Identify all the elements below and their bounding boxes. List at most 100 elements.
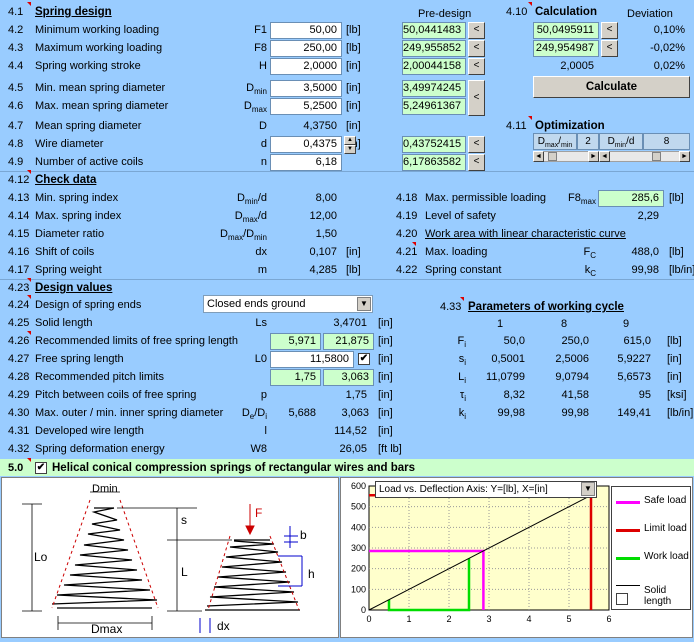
- value-input[interactable]: 50,00: [270, 22, 342, 39]
- chevron-down-icon[interactable]: ▼: [357, 297, 371, 311]
- unit-label: [lb]: [667, 335, 682, 347]
- chart-title-dropdown[interactable]: Load vs. Deflection Axis: Y=[lb], X=[in]…: [375, 481, 597, 498]
- apply-predesign-diameters-button[interactable]: <: [468, 80, 485, 116]
- solid-length-checkbox[interactable]: [616, 593, 628, 605]
- optimization-cell-text: /d: [626, 136, 635, 147]
- row-num: 4.21: [396, 246, 418, 258]
- section-num-4-10: 4.10: [506, 6, 528, 18]
- cycle-value: 41,58: [561, 389, 589, 401]
- cycle-value: 95: [638, 389, 651, 401]
- row-num: 4.28: [8, 371, 30, 383]
- optimization-cell-text: /: [558, 136, 561, 147]
- row-label: Spring constant: [425, 264, 502, 276]
- label-b: b: [300, 528, 307, 542]
- cycle-row-symbol: τi: [440, 387, 466, 403]
- predesign-value: 5,24961367: [402, 98, 466, 115]
- row-symbol: p: [215, 387, 267, 403]
- unit-label: [in]: [667, 371, 682, 383]
- row-symbol-sym: p: [260, 389, 267, 401]
- comment-marker: [27, 278, 31, 282]
- apply-predesign-wire-button[interactable]: <: [468, 136, 485, 153]
- comment-marker: [27, 295, 31, 299]
- cycle-row-symbol-sub: i: [464, 394, 466, 404]
- legend-label: Limit load: [644, 523, 687, 534]
- slider-thumb[interactable]: [548, 152, 557, 161]
- legend-item: Solid length: [616, 579, 692, 607]
- apply-predesign-coils-button[interactable]: <: [468, 154, 485, 171]
- free-length-checkbox[interactable]: ✔: [358, 353, 370, 365]
- unit-label: [in]: [378, 353, 393, 365]
- apply-predesign-h-button[interactable]: <: [468, 58, 485, 75]
- row-label: Recommended limits of free spring length: [35, 335, 238, 347]
- row-num: 4.5: [8, 82, 24, 94]
- unit-label: [in]: [346, 100, 361, 112]
- row-symbol-sym: D: [259, 120, 267, 132]
- cycle-value: 250,0: [561, 335, 589, 347]
- row-num: 4.20: [396, 228, 418, 240]
- design-value: 114,52: [334, 425, 367, 437]
- unit-label: [lb/in]: [669, 264, 694, 276]
- legend-item: Safe load: [616, 495, 692, 509]
- cycle-value: 5,6573: [617, 371, 651, 383]
- design-value[interactable]: 11,5800: [270, 351, 354, 368]
- scroll-left-icon[interactable]: ◄: [599, 151, 610, 162]
- chevron-down-icon[interactable]: ▼: [581, 482, 595, 496]
- row-label: Max. mean spring diameter: [35, 100, 169, 112]
- apply-predesign-f8-button[interactable]: <: [468, 40, 485, 57]
- scroll-left-icon[interactable]: ◄: [533, 151, 544, 162]
- apply-predesign-f1-button[interactable]: <: [468, 22, 485, 39]
- unit-label: [ksi]: [667, 389, 687, 401]
- check-value: 0,107: [309, 246, 337, 258]
- row-label: Number of active coils: [35, 156, 144, 168]
- value-input[interactable]: 0,4375: [270, 136, 342, 153]
- comment-marker: [27, 170, 31, 174]
- spin-down-icon[interactable]: ▼: [344, 145, 356, 154]
- design-value: 1,75: [345, 389, 367, 401]
- row-symbol: Ls: [215, 315, 267, 331]
- apply-calculated-button[interactable]: <: [601, 22, 618, 39]
- series-solid-length: [368, 494, 592, 611]
- value-input[interactable]: 5,2500: [270, 98, 342, 115]
- unit-label: [in]: [378, 317, 393, 329]
- row-label: Min. mean spring diameter: [35, 82, 166, 94]
- scroll-right-icon[interactable]: ►: [588, 151, 599, 162]
- value-input[interactable]: 6,18: [270, 154, 342, 171]
- cycle-row-symbol-sym: F: [457, 335, 465, 347]
- row-num: 4.27: [8, 353, 30, 365]
- section-5-checkbox[interactable]: ✔: [35, 462, 47, 474]
- design-value: 26,05: [339, 443, 367, 455]
- optimization-cell-text: min: [614, 142, 627, 149]
- row-symbol-sub: max: [251, 105, 267, 115]
- calculate-button[interactable]: Calculate: [533, 76, 690, 98]
- row-symbol: F8max: [558, 190, 596, 206]
- value-input[interactable]: 250,00: [270, 40, 342, 57]
- row-num: 4.26: [8, 335, 30, 347]
- unit-label: [lb/in]: [667, 407, 694, 419]
- value-input[interactable]: 3,5000: [270, 80, 342, 97]
- row-symbol-sym: n: [260, 156, 267, 168]
- row-symbol-sym: D: [220, 228, 228, 240]
- optimization-slider-index[interactable]: [599, 151, 690, 162]
- cycle-value: 5,9227: [617, 353, 651, 365]
- apply-calculated-button[interactable]: <: [601, 40, 618, 57]
- y-tick-label: 200: [351, 564, 366, 574]
- row-symbol-sub: max: [242, 215, 258, 225]
- spin-up-icon[interactable]: ▲: [344, 136, 356, 145]
- unit-label: [in]: [667, 353, 682, 365]
- row-symbol: Dmin: [235, 80, 267, 96]
- cycle-row-symbol-sym: k: [458, 407, 465, 419]
- row-label: Diameter ratio: [35, 228, 105, 240]
- design-value-min: 1,75: [270, 369, 321, 386]
- row-symbol: kC: [558, 262, 596, 278]
- legend-label-text: Solid length: [644, 585, 672, 607]
- value-input[interactable]: 2,0000: [270, 58, 342, 75]
- row-symbol-sub: C: [590, 251, 596, 261]
- check-value: 488,0: [631, 246, 659, 258]
- label-dx: dx: [217, 619, 230, 633]
- slider-thumb[interactable]: [652, 152, 661, 161]
- y-tick-label: 400: [351, 522, 366, 532]
- spring-ends-select[interactable]: Closed ends ground▼: [203, 295, 373, 313]
- scroll-right-icon[interactable]: ►: [679, 151, 690, 162]
- row-symbol-sym: dx: [255, 246, 267, 258]
